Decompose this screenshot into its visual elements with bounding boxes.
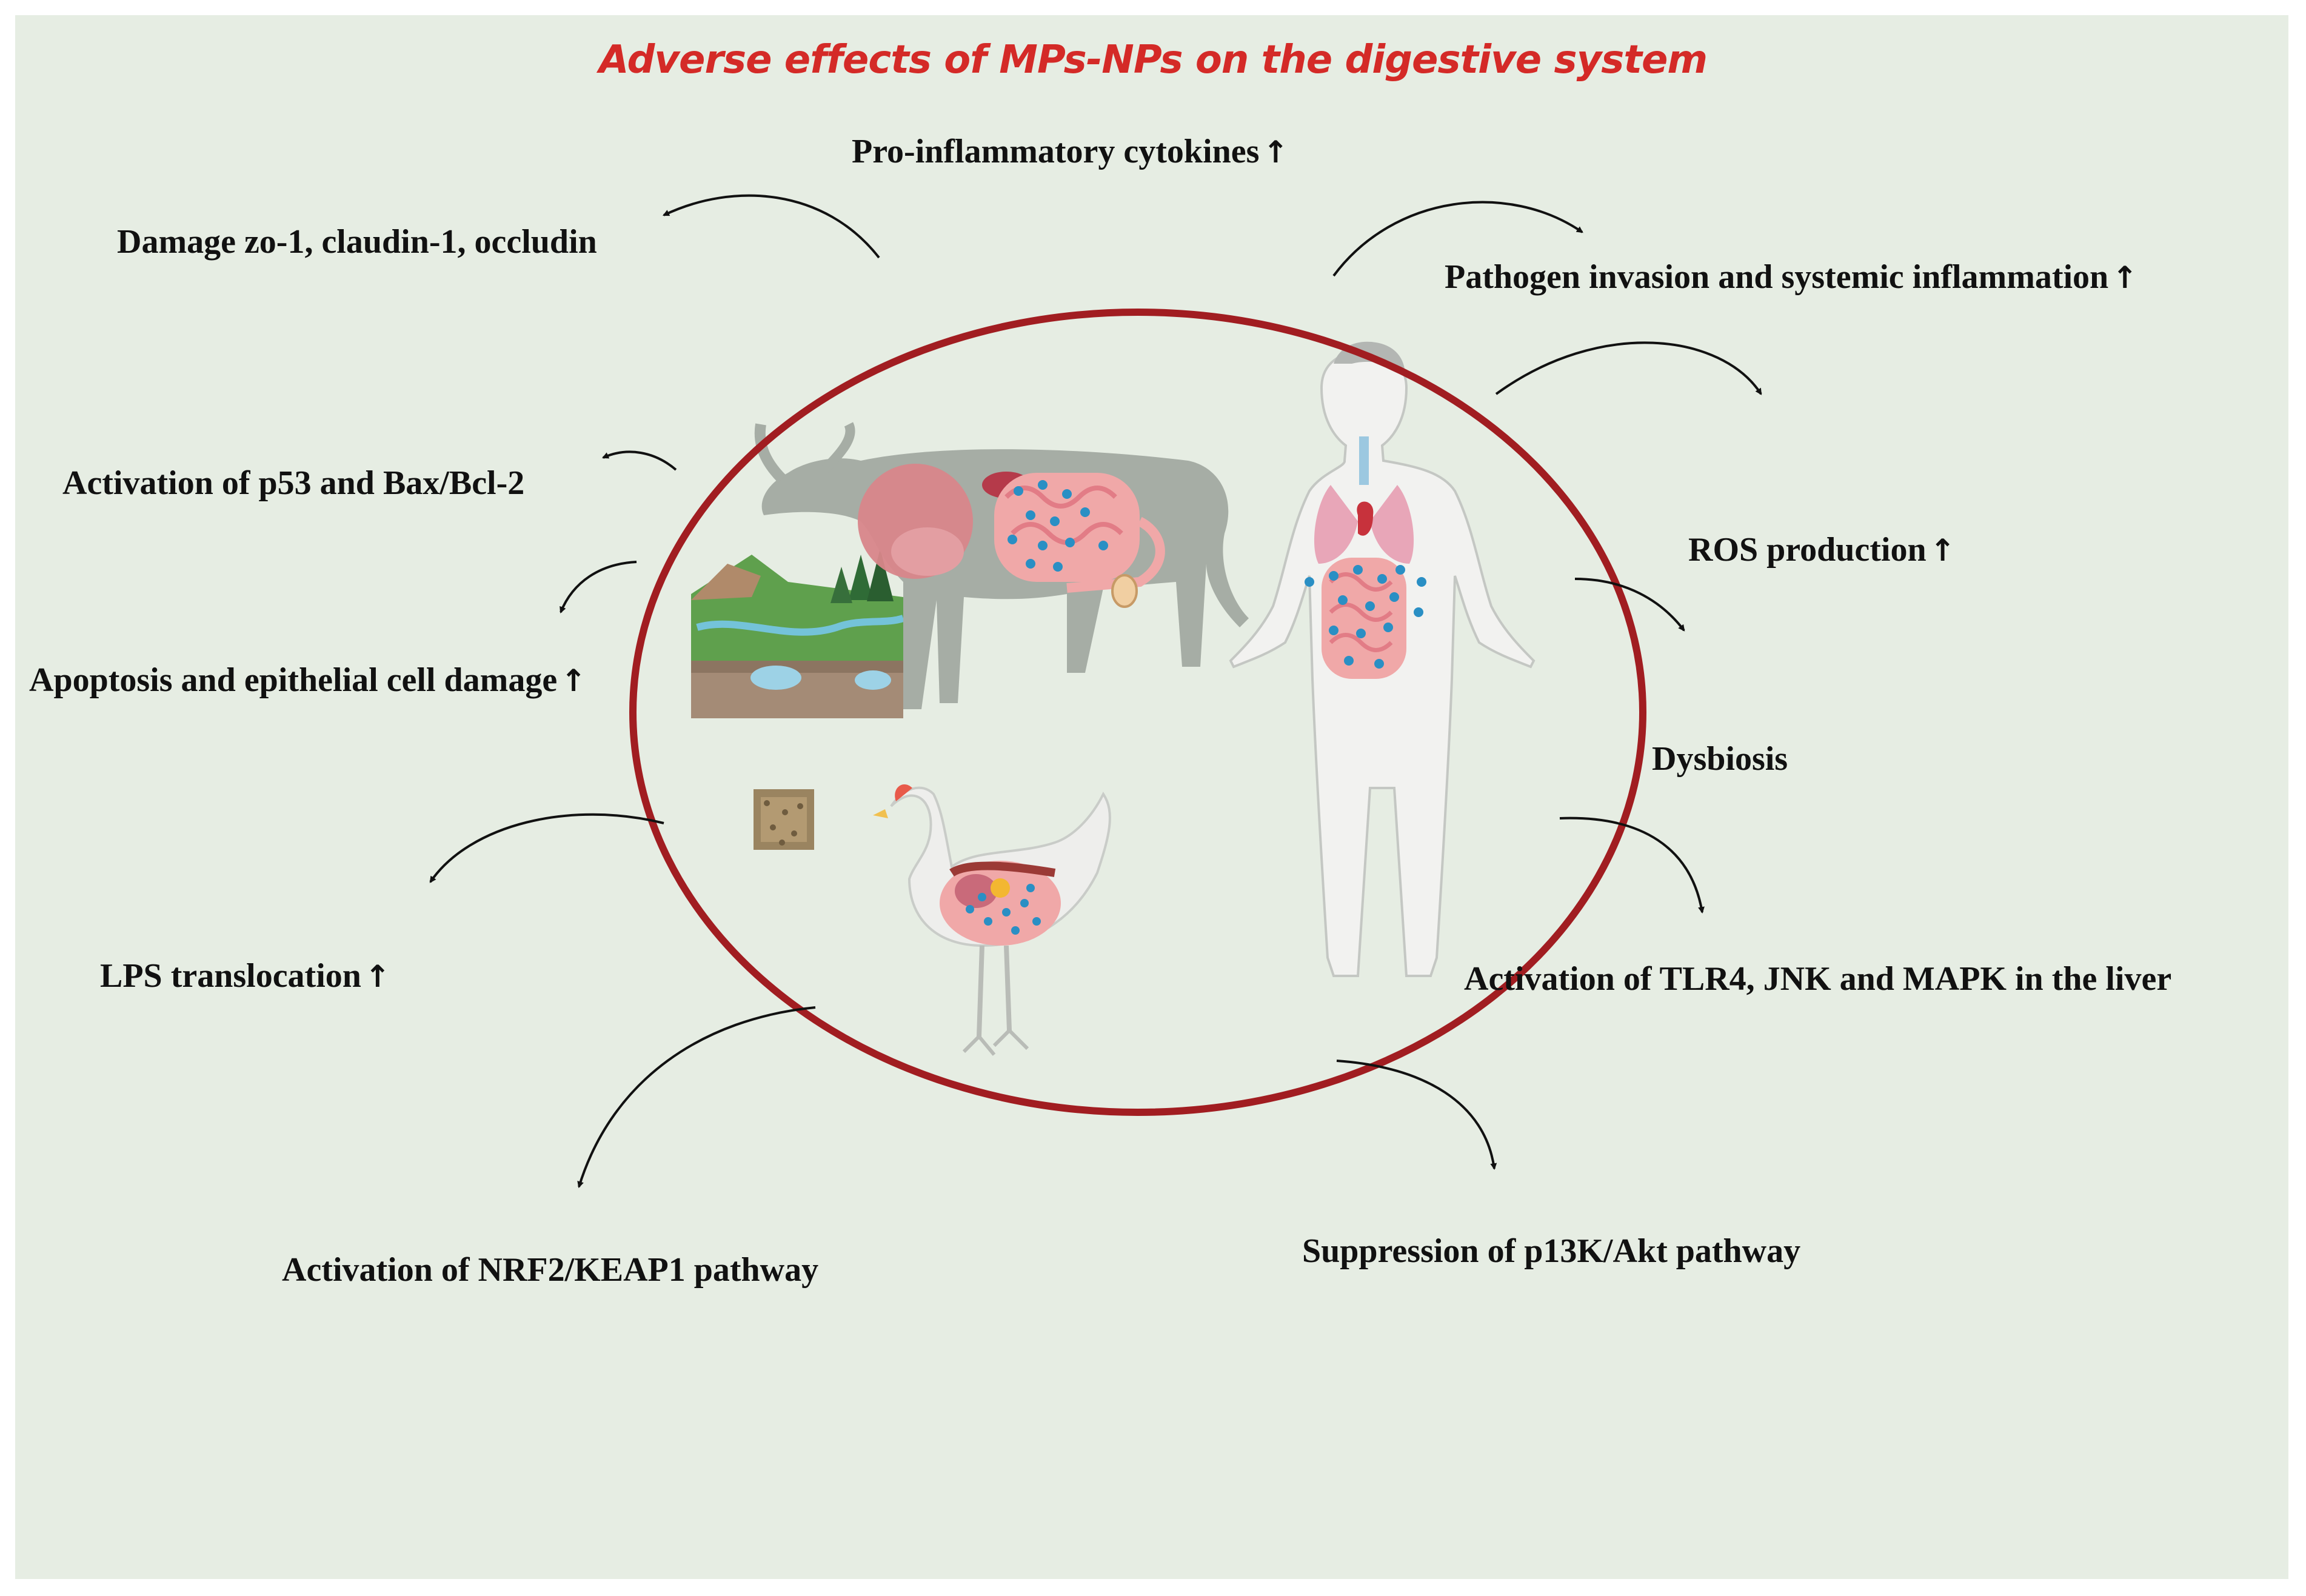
label-tlr4-activation: Activation of TLR4, JNK and MAPK in the … — [1464, 960, 2171, 998]
diagram-title: Adverse effects of MPs-NPs on the digest… — [598, 38, 1708, 82]
up-arrow-icon: ↑ — [2112, 260, 2138, 295]
label-lps-translocation: LPS translocation↑ — [100, 957, 390, 995]
label-text: Suppression of p13K/Akt pathway — [1302, 1232, 1801, 1270]
human-body-organs-icon — [1229, 341, 1536, 977]
up-arrow-icon: ↑ — [1930, 533, 1956, 568]
central-circle — [629, 309, 1646, 1116]
up-arrow-icon: ↑ — [1263, 135, 1289, 170]
feed-grain-icon — [754, 789, 814, 850]
label-pro-inflammatory: Pro-inflammatory cytokines↑ — [852, 132, 1288, 171]
label-nrf2-activation: Activation of NRF2/KEAP1 pathway — [282, 1250, 818, 1289]
label-apoptosis: Apoptosis and epithelial cell damage↑ — [29, 661, 586, 700]
label-p53-activation: Activation of p53 and Bax/Bcl-2 — [62, 464, 524, 503]
up-arrow-icon: ↑ — [561, 663, 587, 698]
landscape-icon — [691, 549, 904, 718]
cow-organs-icon — [754, 422, 1249, 709]
diagram-background — [15, 15, 2288, 1579]
chicken-organs-icon — [873, 784, 1111, 1056]
label-text: Apoptosis and epithelial cell damage — [29, 661, 558, 699]
label-pathogen-invasion: Pathogen invasion and systemic inflammat… — [1445, 258, 2137, 296]
label-damage-tight-junctions: Damage zo-1, claudin-1, occludin — [117, 222, 597, 261]
label-ros-production: ROS production↑ — [1688, 530, 1956, 569]
up-arrow-icon: ↑ — [364, 959, 390, 994]
label-pi3k-suppression: Suppression of p13K/Akt pathway — [1302, 1232, 1800, 1270]
label-text: Dysbiosis — [1652, 740, 1788, 778]
label-text: Activation of NRF2/KEAP1 pathway — [282, 1251, 819, 1289]
label-text: Damage zo-1, claudin-1, occludin — [117, 223, 597, 261]
label-text: Pro-inflammatory cytokines — [852, 133, 1260, 170]
label-text: ROS production — [1688, 531, 1927, 569]
effect-arrows — [429, 194, 1762, 1189]
label-dysbiosis: Dysbiosis — [1652, 740, 1788, 778]
label-text: Activation of TLR4, JNK and MAPK in the … — [1464, 960, 2172, 998]
label-text: Activation of p53 and Bax/Bcl-2 — [62, 464, 525, 502]
label-text: Pathogen invasion and systemic inflammat… — [1445, 258, 2109, 296]
label-text: LPS translocation — [100, 957, 361, 995]
